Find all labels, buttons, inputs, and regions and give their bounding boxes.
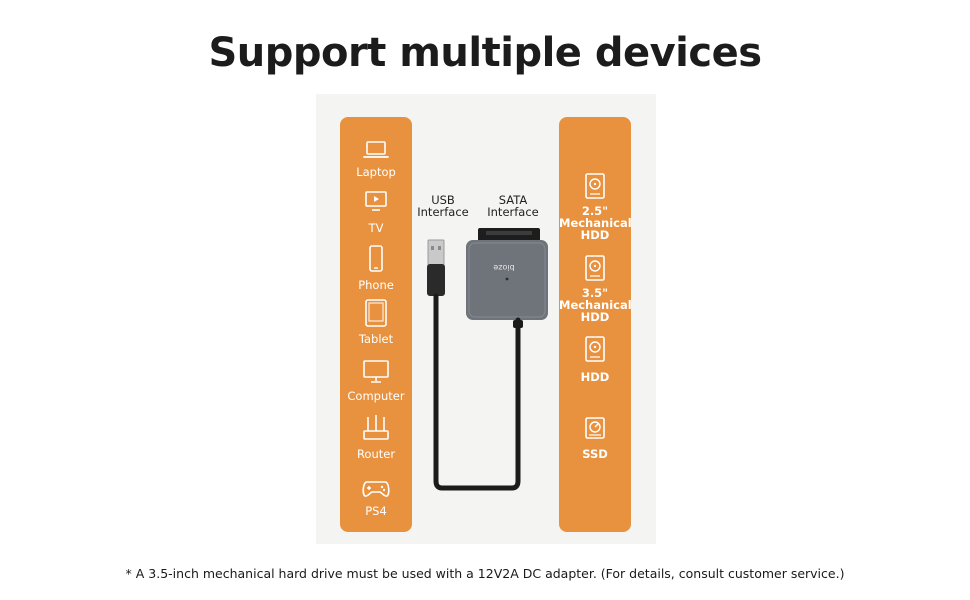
usb-sata-adapter-image xyxy=(427,228,548,491)
hard-disk-icon xyxy=(585,173,605,199)
device-ps4: PS4 xyxy=(340,478,412,517)
drive-label-line: HDD xyxy=(580,310,610,324)
page-title: Support multiple devices xyxy=(208,30,762,76)
sata-interface-label-line2: Interface xyxy=(487,205,539,219)
drive-label: HDD xyxy=(559,371,631,383)
laptop-icon xyxy=(363,141,389,158)
router-icon xyxy=(363,415,389,440)
drive-label-line: HDD xyxy=(580,370,610,384)
drive-ssd: SSD xyxy=(559,416,631,460)
hard-disk-icon xyxy=(585,255,605,281)
tablet-icon xyxy=(365,299,387,327)
drive-label-line: Mechanical xyxy=(559,298,632,312)
footnote: * A 3.5-inch mechanical hard drive must … xyxy=(125,566,845,581)
device-phone: Phone xyxy=(340,244,412,291)
phone-icon xyxy=(369,245,383,272)
tv-icon xyxy=(365,191,387,211)
device-label: TV xyxy=(368,221,384,235)
adapter-brand-logo: bioze xyxy=(493,263,515,272)
device-label: Tablet xyxy=(358,332,394,346)
sata-cable xyxy=(509,317,521,491)
led-indicator xyxy=(505,277,509,281)
drive-types-panel: 2.5" Mechanical HDD 3.5" Mechanical HDD … xyxy=(559,117,632,532)
drive-2-5-hdd: 2.5" Mechanical HDD xyxy=(559,172,632,242)
sata-interface-label-line1: SATA xyxy=(498,193,528,207)
device-laptop: Laptop xyxy=(340,139,412,178)
ssd-icon xyxy=(585,417,605,439)
device-router: Router xyxy=(340,413,412,460)
device-computer: Computer xyxy=(340,359,412,402)
drive-label-line: SSD xyxy=(582,447,608,461)
drive-label: SSD xyxy=(559,448,631,460)
device-label: PS4 xyxy=(365,504,387,518)
usb-plug-housing xyxy=(427,264,445,296)
device-label: Router xyxy=(356,447,396,461)
device-label: Computer xyxy=(347,389,405,403)
device-label: Phone xyxy=(358,278,394,292)
drive-label-line: HDD xyxy=(580,228,610,242)
drive-3-5-hdd: 3.5" Mechanical HDD xyxy=(559,254,632,324)
device-tablet: Tablet xyxy=(340,298,412,345)
hard-disk-icon xyxy=(585,336,605,362)
host-devices-panel: Laptop TV Phone Tablet Computer xyxy=(340,117,412,532)
usb-plug-metal xyxy=(427,239,445,267)
device-tv: TV xyxy=(340,189,412,234)
monitor-icon xyxy=(363,360,389,383)
usb-interface-label: USB Interface xyxy=(413,194,473,218)
device-label: Laptop xyxy=(356,165,396,179)
drive-label-line: 3.5" xyxy=(581,286,609,300)
gamepad-icon xyxy=(362,481,390,497)
usb-interface-label-line2: Interface xyxy=(417,205,469,219)
usb-interface-label-line1: USB xyxy=(431,193,455,207)
drive-label: 2.5" Mechanical HDD xyxy=(559,204,632,242)
drive-label-line: 2.5" xyxy=(581,204,609,218)
usb-cable xyxy=(433,293,445,491)
sata-interface-label: SATA Interface xyxy=(482,194,544,218)
drive-label-line: Mechanical xyxy=(559,216,632,230)
drive-label: 3.5" Mechanical HDD xyxy=(559,286,632,324)
drive-hdd: HDD xyxy=(559,335,631,383)
